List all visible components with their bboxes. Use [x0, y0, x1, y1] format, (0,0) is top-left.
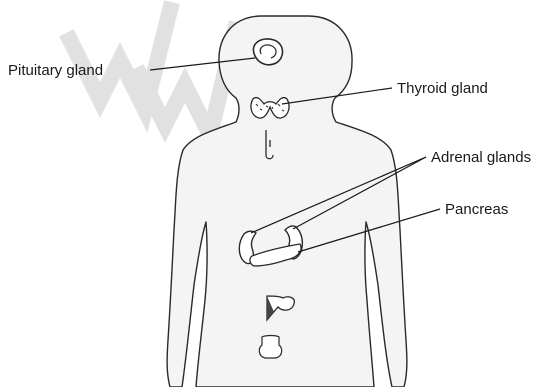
label-thyroid-gland: Thyroid gland [397, 81, 488, 96]
label-pancreas: Pancreas [445, 202, 508, 217]
genital-outline [259, 336, 281, 359]
pituitary-gland-shape [253, 39, 282, 65]
label-pituitary-gland: Pituitary gland [8, 63, 103, 78]
body-silhouette [167, 16, 407, 387]
label-adrenal-glands: Adrenal glands [431, 150, 531, 165]
